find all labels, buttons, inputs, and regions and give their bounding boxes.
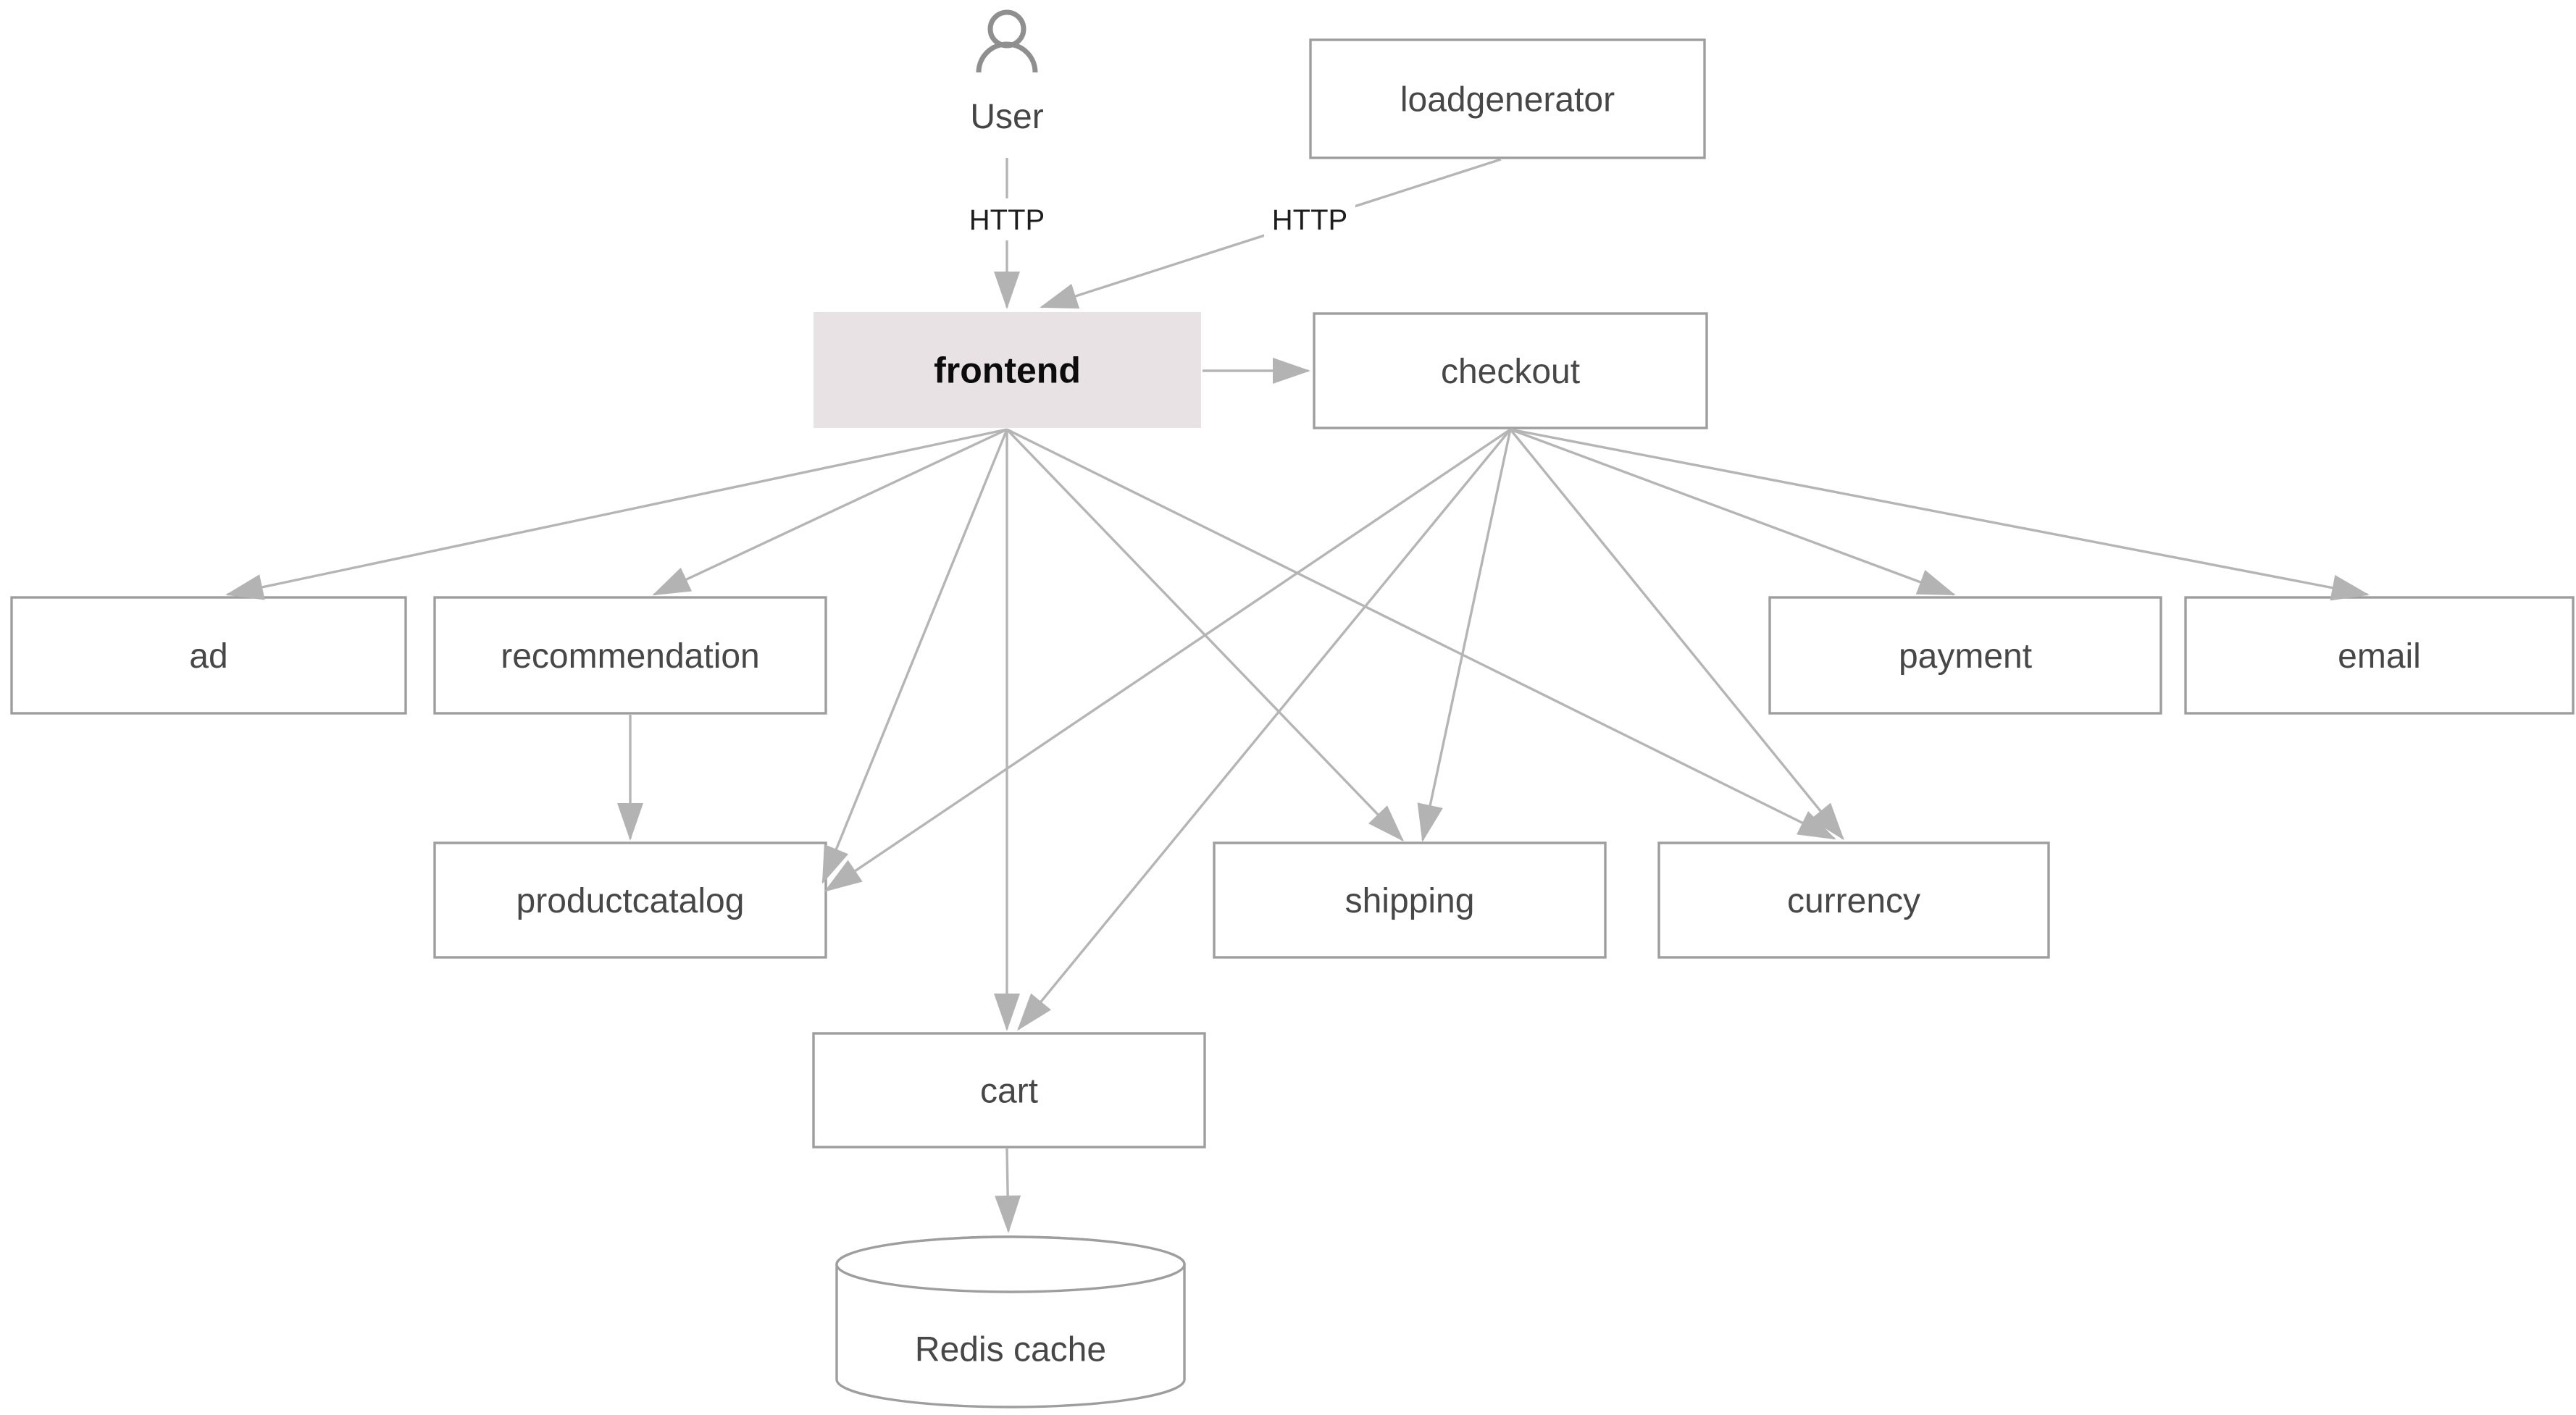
edge-checkout-to-shipping bbox=[1417, 429, 1512, 842]
shipping-label: shipping bbox=[1345, 882, 1475, 920]
edge-frontend-to-recommendation bbox=[652, 428, 1008, 596]
cart-label: cart bbox=[980, 1072, 1038, 1110]
edge-checkout-to-cart bbox=[1017, 428, 1512, 1031]
node-shipping[interactable]: shipping bbox=[1213, 841, 1607, 959]
email-box-shape bbox=[2184, 596, 2575, 715]
redis-label: Redis cache bbox=[915, 1331, 1106, 1369]
edge-label-text: HTTP bbox=[1272, 204, 1347, 236]
checkout-label: checkout bbox=[1441, 353, 1580, 391]
node-user[interactable]: User bbox=[970, 9, 1044, 136]
edge-label-layer: HTTP HTTP bbox=[961, 198, 1355, 240]
edge-checkout-to-productcatalog bbox=[824, 428, 1511, 892]
cylinder-top bbox=[835, 1235, 1186, 1293]
node-checkout[interactable]: checkout bbox=[1313, 312, 1708, 429]
checkout-box-shape bbox=[1313, 312, 1708, 429]
edge-cart-to-redis bbox=[995, 1148, 1021, 1233]
ad-box-shape bbox=[10, 596, 407, 715]
email-label: email bbox=[2338, 637, 2421, 676]
node-ad[interactable]: ad bbox=[10, 596, 407, 715]
loadgenerator-box-shape bbox=[1309, 38, 1706, 159]
payment-box-shape bbox=[1768, 596, 2162, 715]
edge-label-background bbox=[1264, 198, 1355, 240]
node-recommendation[interactable]: recommendation bbox=[433, 596, 827, 715]
edge-label-text: HTTP bbox=[969, 204, 1045, 236]
node-email[interactable]: email bbox=[2184, 596, 2575, 715]
node-cart[interactable]: cart bbox=[812, 1032, 1206, 1149]
ad-label: ad bbox=[189, 637, 227, 676]
node-layer: User loadgenerator frontend checkout ad recom… bbox=[10, 9, 2575, 1408]
edge-checkout-to-currency bbox=[1509, 428, 1844, 841]
frontend-label: frontend bbox=[934, 350, 1081, 391]
edge-label-loadgenerator: HTTP bbox=[1264, 198, 1355, 240]
edge-frontend-to-productcatalog bbox=[821, 429, 1008, 884]
node-loadgenerator[interactable]: loadgenerator bbox=[1309, 38, 1706, 159]
frontend-box-shape bbox=[814, 312, 1201, 428]
node-payment[interactable]: payment bbox=[1768, 596, 2162, 715]
user-label: User bbox=[970, 98, 1043, 136]
node-productcatalog[interactable]: productcatalog bbox=[433, 841, 827, 959]
edge-checkout-to-email bbox=[1510, 428, 2370, 601]
node-currency[interactable]: currency bbox=[1657, 841, 2050, 959]
node-redis[interactable]: Redis cache bbox=[835, 1235, 1186, 1408]
currency-label: currency bbox=[1787, 882, 1920, 920]
shipping-box-shape bbox=[1213, 841, 1607, 959]
recommendation-label: recommendation bbox=[501, 637, 760, 676]
edge-label-background bbox=[961, 198, 1053, 240]
user-person-icon bbox=[976, 9, 1038, 73]
recommendation-box-shape bbox=[433, 596, 827, 715]
edge-label-user: HTTP bbox=[961, 198, 1053, 240]
edge-frontend-to-ad bbox=[225, 428, 1008, 600]
node-frontend[interactable]: frontend bbox=[814, 312, 1201, 428]
loadgenerator-label: loadgenerator bbox=[1400, 80, 1615, 119]
edge-frontend-to-currency bbox=[1006, 428, 1836, 840]
edge-checkout-to-payment bbox=[1510, 428, 1956, 596]
cart-box-shape bbox=[812, 1032, 1206, 1149]
currency-box-shape bbox=[1657, 841, 2050, 959]
productcatalog-box-shape bbox=[433, 841, 827, 959]
productcatalog-label: productcatalog bbox=[517, 882, 745, 920]
payment-label: payment bbox=[1899, 637, 2032, 676]
